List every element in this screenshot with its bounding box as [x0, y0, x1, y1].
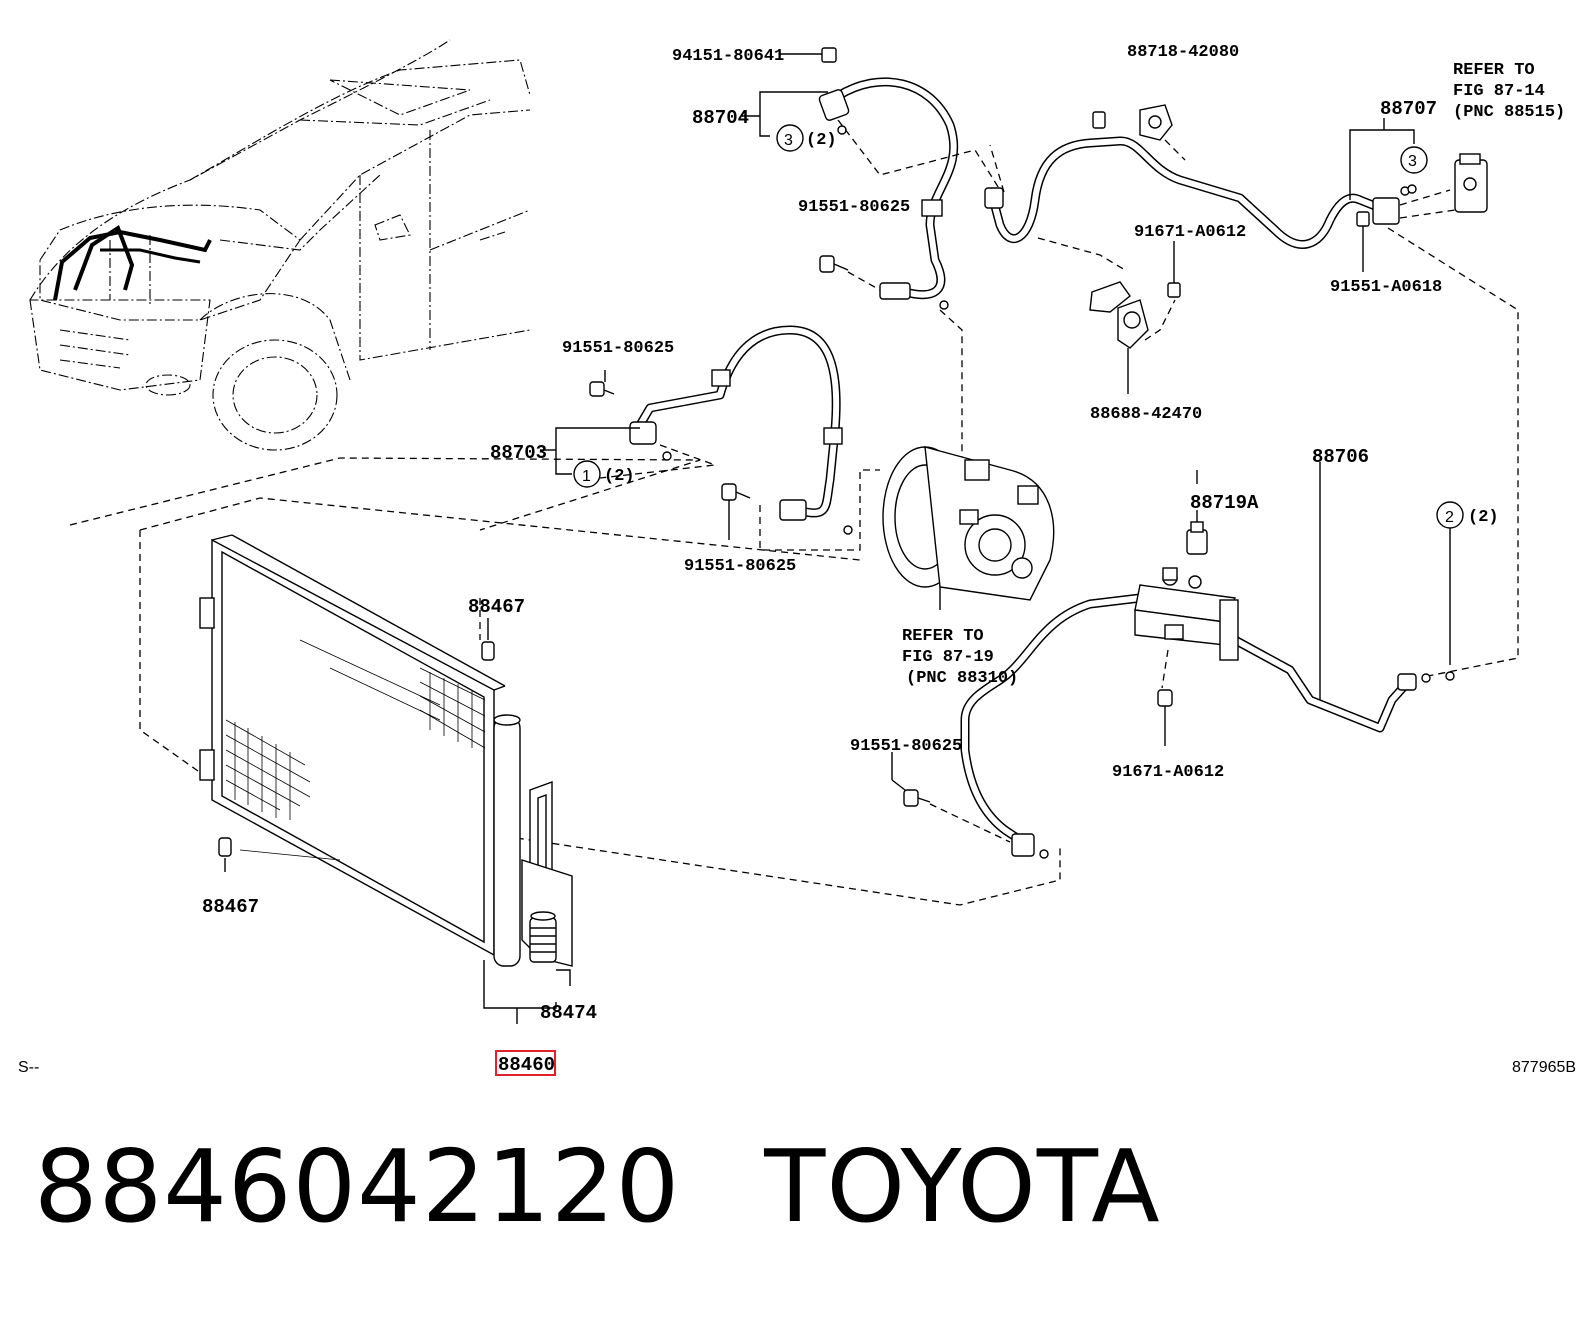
hose-88704	[780, 47, 1001, 470]
footer-brand: TOYOTA	[764, 1128, 1161, 1245]
label-88474: 88474	[540, 1002, 597, 1024]
label-88460-highlighted: 88460	[498, 1054, 555, 1076]
label-88688-42470: 88688-42470	[1090, 405, 1202, 424]
note-refer-87-14-c: (PNC 88515)	[1453, 103, 1565, 122]
footer-caption: 8846042120 TOYOTA	[34, 1128, 1161, 1245]
circled-2-88706: 2	[1445, 509, 1454, 526]
corner-code-left: S--	[18, 1059, 39, 1076]
label-91551-80625-c: 91551-80625	[684, 557, 796, 576]
leader-lines-condenser	[483, 960, 571, 1024]
bracket-88704	[742, 91, 828, 152]
note-refer-87-14-a: REFER TO	[1453, 61, 1535, 80]
mount-88467-lower	[218, 837, 232, 872]
bolt-91551-80625-b	[819, 255, 881, 291]
pipe-88718-88707	[984, 104, 1519, 677]
bolt-91551-80625-d	[891, 752, 1011, 843]
label-91551-80625-a: 91551-80625	[562, 339, 674, 358]
qty-88706: (2)	[1468, 508, 1499, 527]
bolt-91551-80625-a	[589, 370, 615, 397]
label-88703: 88703	[490, 442, 547, 464]
clamp-88688-42470	[1089, 241, 1181, 394]
label-91671-A0612-a: 91671-A0612	[1134, 223, 1246, 242]
footer-part-number: 8846042120	[34, 1128, 681, 1245]
label-88467-lower: 88467	[202, 896, 259, 918]
label-88707: 88707	[1380, 98, 1437, 120]
label-94151-80641: 94151-80641	[672, 47, 784, 66]
circled-1-88703: 1	[582, 468, 591, 485]
compressor	[882, 446, 1055, 610]
label-91551-80625-d: 91551-80625	[850, 737, 962, 756]
callout-labels: 94151-80641 88704 88718-42080 REFER TO F…	[18, 43, 1576, 1076]
bolt-91551-80625-c	[721, 483, 751, 540]
vehicle-illustration	[29, 39, 531, 451]
pipe-88706	[960, 462, 1464, 859]
label-91551-80625-b: 91551-80625	[798, 198, 910, 217]
label-91551-A0618: 91551-A0618	[1330, 278, 1442, 297]
label-88719A: 88719A	[1190, 492, 1259, 514]
label-88704: 88704	[692, 107, 749, 129]
note-refer-87-19-b: FIG 87-19	[902, 648, 994, 667]
label-88706: 88706	[1312, 446, 1369, 468]
highlight-box-88460	[495, 1050, 556, 1076]
note-refer-87-19-c: (PNC 88310)	[906, 669, 1018, 688]
bracket-88703	[540, 427, 640, 488]
hose-88703	[599, 325, 880, 551]
label-91671-A0612-b: 91671-A0612	[1112, 763, 1224, 782]
qty-88703: (2)	[604, 467, 635, 486]
note-refer-87-19-a: REFER TO	[902, 627, 984, 646]
circled-3-88707: 3	[1408, 153, 1417, 170]
condenser	[199, 534, 573, 967]
note-refer-87-14-b: FIG 87-14	[1453, 82, 1545, 101]
label-88467-upper: 88467	[468, 596, 525, 618]
figure-code: 877965B	[1512, 1059, 1576, 1076]
circled-3-88704: 3	[784, 132, 793, 149]
qty-88704: (2)	[806, 131, 837, 150]
label-88718-42080: 88718-42080	[1127, 43, 1239, 62]
mount-88467-upper	[481, 618, 495, 661]
